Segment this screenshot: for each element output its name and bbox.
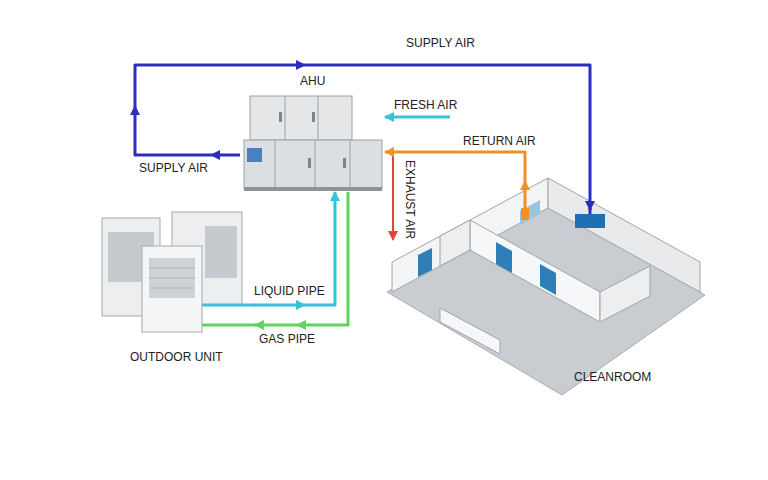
- ahu-lower-section: [244, 140, 382, 188]
- outdoor-grille-line: [149, 268, 195, 269]
- node-label-group: AHU: [300, 74, 325, 88]
- liquid-pipe-stub: [202, 304, 256, 307]
- outdoor-grille: [205, 226, 237, 278]
- node-label: OUTDOOR UNIT: [130, 350, 223, 364]
- ahu-upper-section: [250, 96, 352, 140]
- ahu-panel-line: [275, 140, 276, 188]
- outdoor-grille: [149, 258, 195, 298]
- annotation-label: FRESH AIR: [392, 98, 459, 112]
- cleanroom-low-wall: [440, 308, 500, 354]
- flow-connector: [135, 65, 590, 210]
- ahu-supply-opening: [247, 148, 262, 162]
- flow-connector: [255, 192, 348, 325]
- ahu-unit: AHU: [240, 72, 385, 192]
- flow-direction-arrows: [130, 60, 530, 330]
- cleanroom-partition: [600, 266, 650, 322]
- exhaust-air-arrow: [392, 152, 394, 240]
- cleanroom-floor: [387, 205, 705, 395]
- cleanroom-door: [496, 242, 512, 273]
- node-label: AHU: [300, 74, 325, 88]
- ahu-panel-line: [350, 140, 351, 188]
- ahu-base: [244, 187, 382, 191]
- ahu-handle: [308, 158, 311, 168]
- ahu-handle: [343, 158, 346, 168]
- outdoor-unit-illustration: [102, 212, 256, 332]
- connector-label: SUPPLY AIR: [404, 36, 477, 50]
- node-label-group: OUTDOOR UNIT: [130, 350, 223, 364]
- ahu-panel-line: [318, 96, 319, 140]
- cleanroom-wall: [548, 178, 700, 292]
- cleanroom-door: [418, 248, 432, 277]
- ahu-panel-line: [315, 140, 316, 188]
- outdoor-grille-line: [149, 288, 195, 289]
- cleanroom-partition: [470, 220, 600, 322]
- node-label: CLEANROOM: [574, 370, 651, 384]
- cleanroom: CLEANROOM: [385, 210, 707, 398]
- cleanroom-window: [520, 200, 540, 225]
- fresh-air-arrow: [385, 116, 450, 119]
- connector-label: LIQUID PIPE: [252, 284, 327, 298]
- annotation-label: SUPPLY AIR: [137, 161, 210, 175]
- node-label-group: CLEANROOM: [574, 370, 651, 384]
- outdoor-grille-line: [149, 278, 195, 279]
- annotation-label: EXHAUST AIR: [403, 158, 417, 241]
- outdoor-cabinet: [142, 246, 202, 332]
- ahu-handle: [312, 112, 315, 122]
- cleanroom-partition: [440, 220, 470, 266]
- cleanroom-illustration: [387, 178, 705, 395]
- air-diffuser: [575, 214, 605, 228]
- connector-label: RETURN AIR: [461, 134, 538, 148]
- connector-label: GAS PIPE: [257, 332, 317, 346]
- ahu-handle: [279, 112, 282, 122]
- ahu-illustration: [244, 96, 382, 191]
- cleanroom-door: [540, 264, 556, 295]
- outdoor-unit: OUTDOOR UNIT: [98, 208, 255, 368]
- ahu-panel-line: [285, 96, 286, 140]
- gas-pipe-stub: [202, 324, 256, 327]
